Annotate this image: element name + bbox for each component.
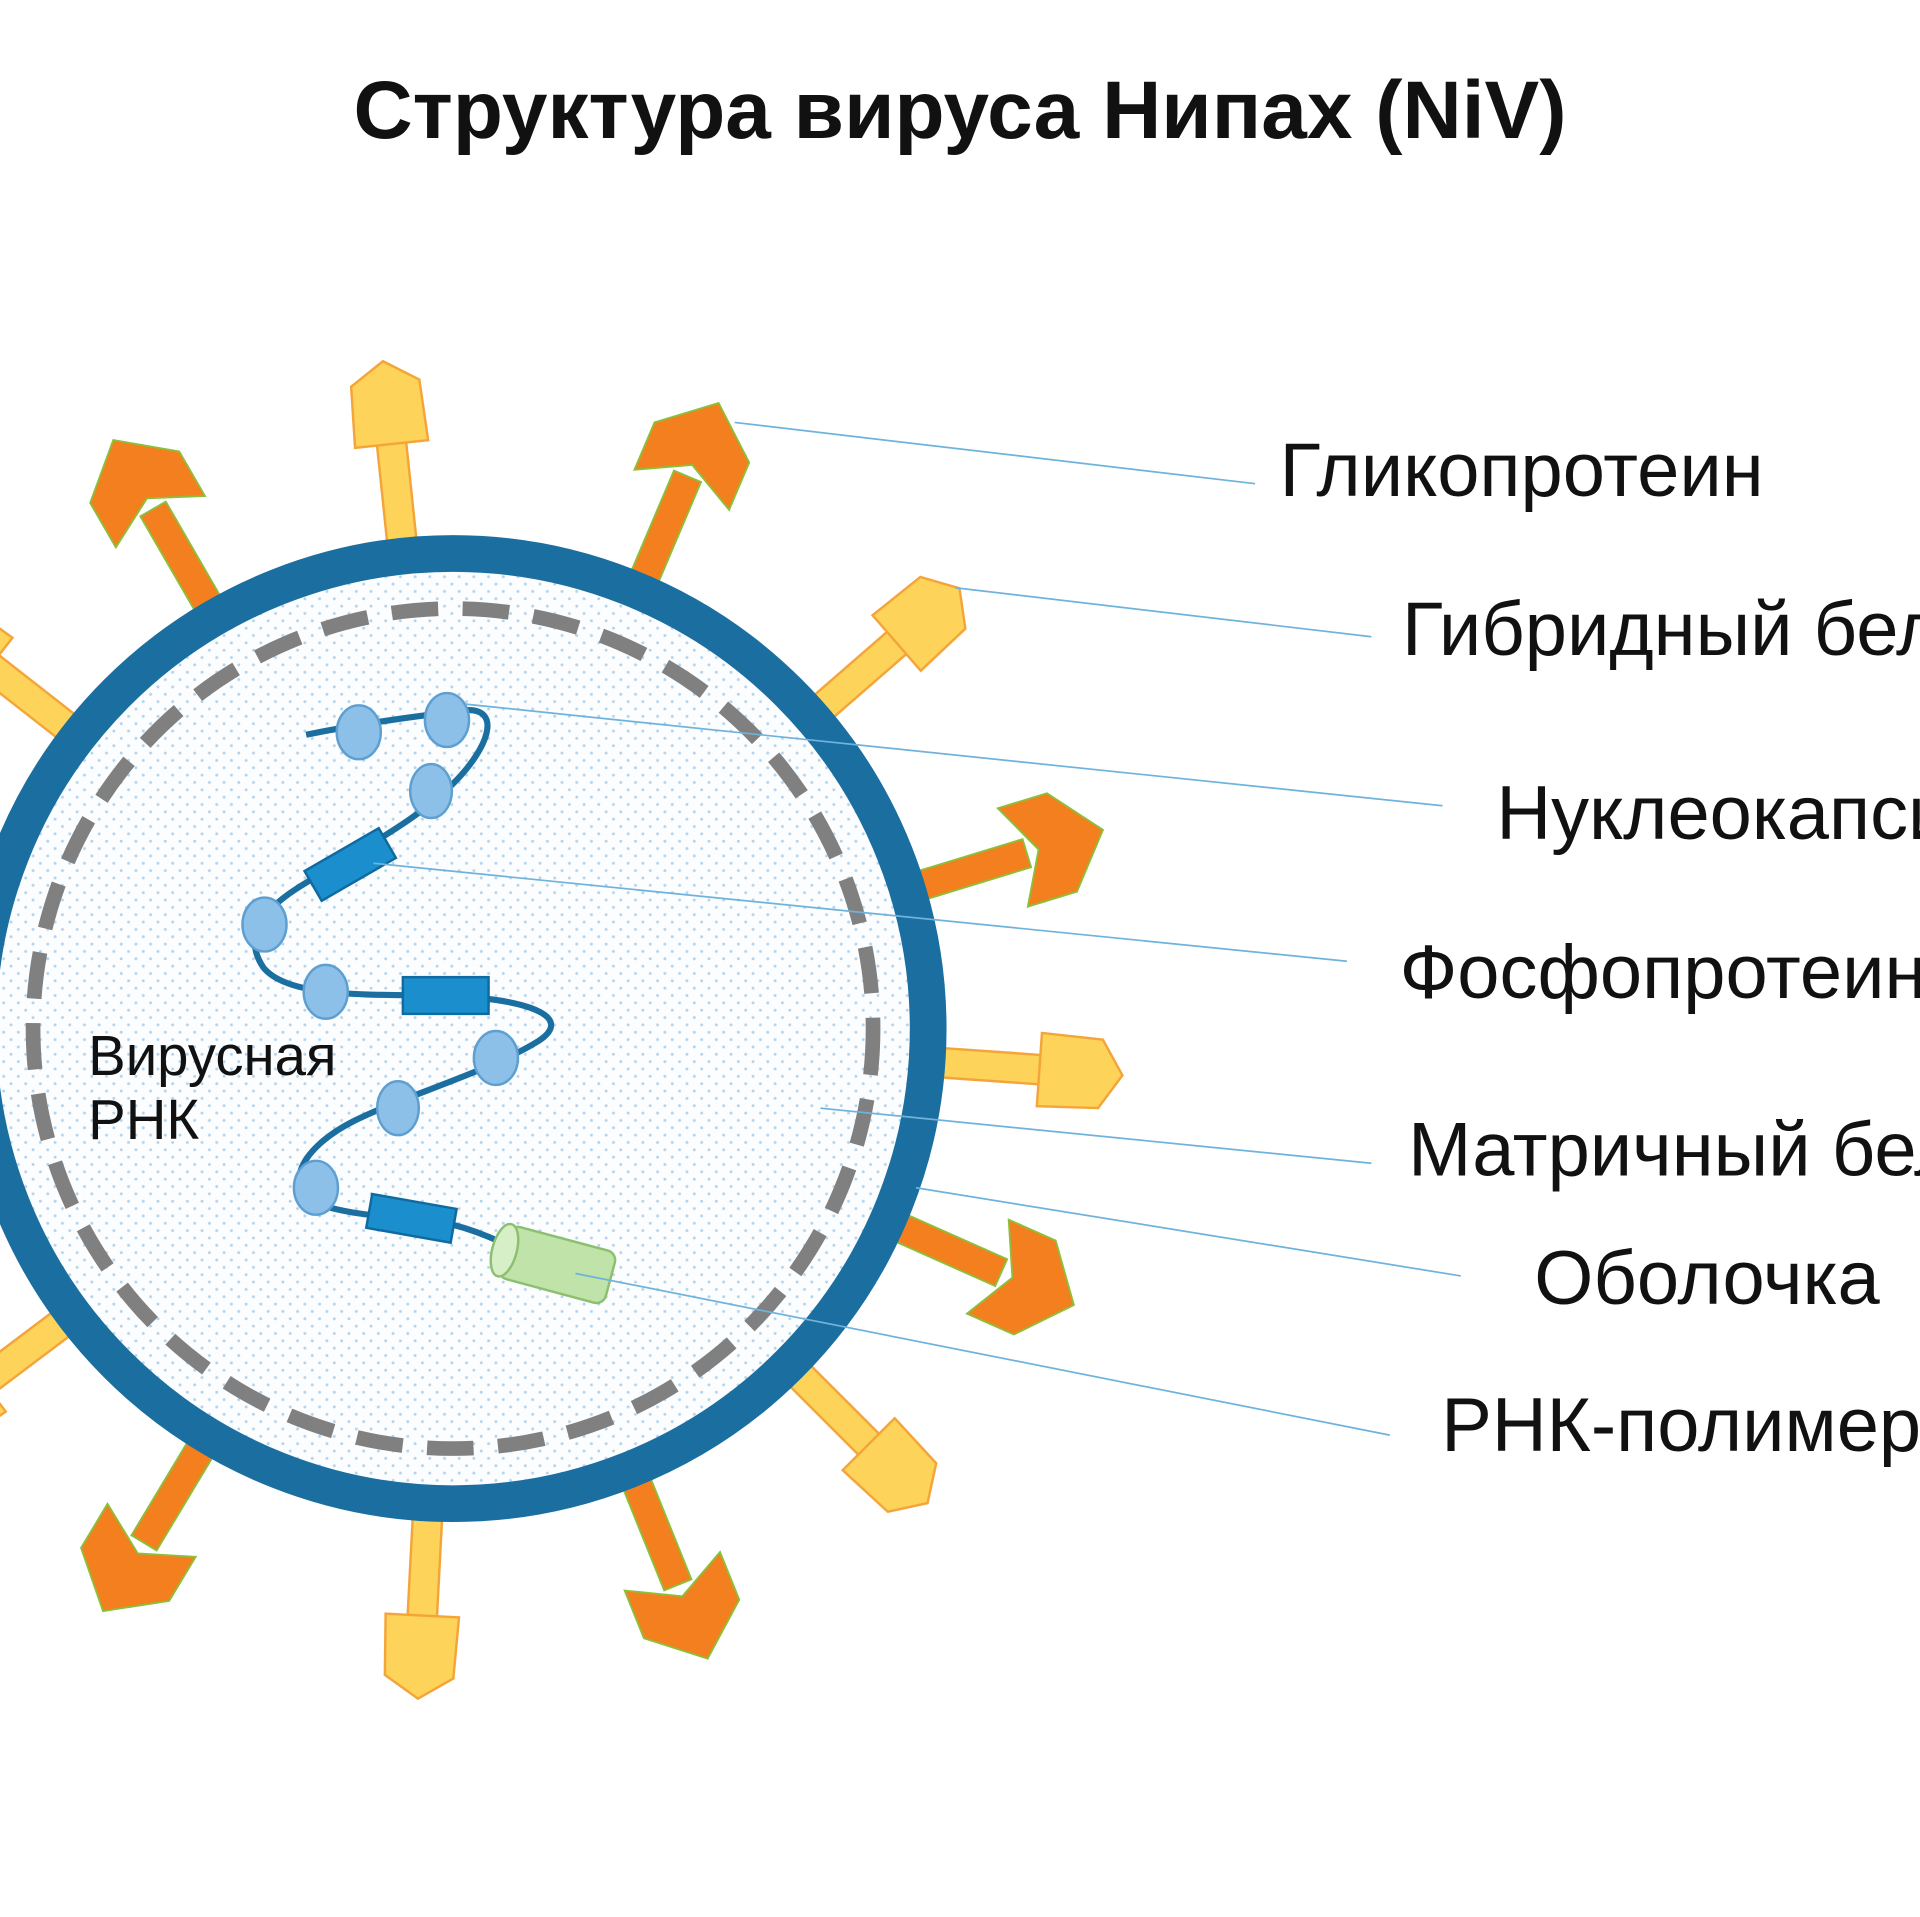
label-phosphoprotein: Фосфопротеин	[1400, 930, 1920, 1015]
glycoprotein-spike	[892, 792, 1105, 908]
fusion-protein-spike	[383, 1491, 461, 1701]
surface-spikes	[0, 359, 1124, 1701]
label-glycoprotein: Гликопротеин	[1280, 428, 1764, 513]
label-fusion-protein: Гибридный бел	[1402, 587, 1920, 672]
viral-envelope	[0, 535, 947, 1522]
phosphoproteins	[302, 826, 490, 1245]
label-matrix-protein: Матричный бел	[1408, 1108, 1920, 1193]
glycoprotein-spike	[870, 1203, 1076, 1336]
label-envelope: Оболочка	[1534, 1236, 1880, 1321]
viral-rna-label-line1: Вирусная	[88, 1024, 336, 1087]
glycoprotein-spike	[620, 401, 751, 608]
leader-lines	[373, 421, 1461, 1436]
viral-rna-label-line2: РНК	[88, 1088, 199, 1151]
glycoprotein-spike	[612, 1453, 741, 1660]
matrix-protein-layer	[25, 601, 881, 1456]
label-nucleocapsid: Нуклеокапси	[1496, 771, 1920, 856]
nucleocapsid-chain	[241, 691, 617, 1305]
fusion-protein-spike	[349, 359, 430, 569]
diagram-title: Структура вируса Нипах (NiV)	[353, 65, 1566, 156]
rna-polymerase	[489, 1222, 617, 1305]
nucleoproteins	[241, 691, 520, 1216]
label-rna-polymerase: РНК-полимер	[1441, 1383, 1920, 1468]
